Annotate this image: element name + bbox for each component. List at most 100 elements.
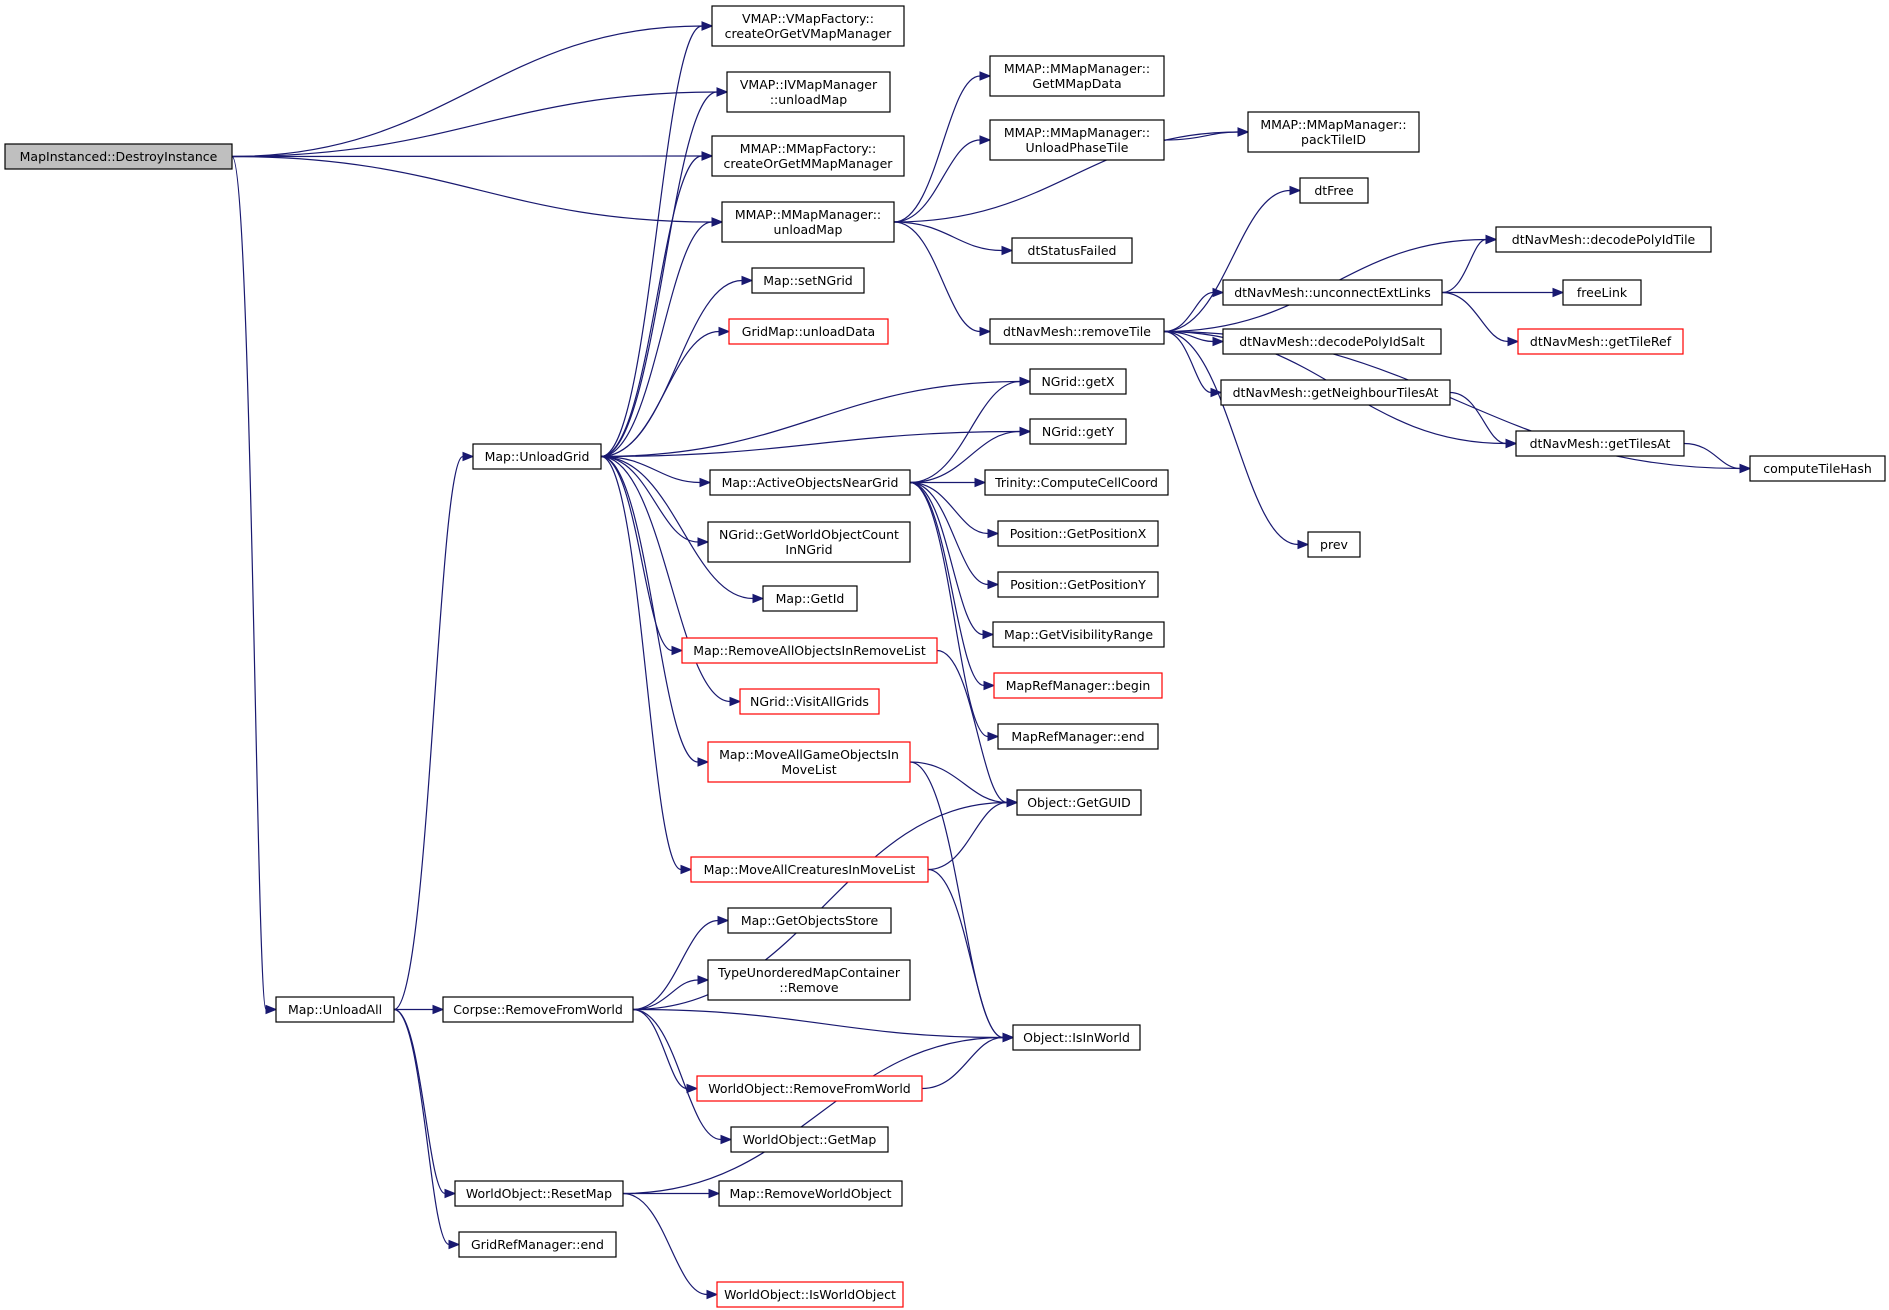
node-removeWorldObject[interactable]: Map::RemoveWorldObject (718, 1180, 903, 1207)
edge-unloadAll-to-resetMap (393, 1008, 446, 1195)
node-getObjectsStore[interactable]: Map::GetObjectsStore (727, 907, 892, 934)
node-box (1220, 379, 1451, 406)
arrowhead (1212, 336, 1225, 347)
nodes-layer: MapInstanced::DestroyInstanceMap::Unload… (4, 5, 1886, 1308)
node-ivmapUnload[interactable]: VMAP::IVMapManager::unloadMap (726, 71, 891, 113)
arrowhead (697, 975, 710, 985)
node-unloadPhaseTile[interactable]: MMAP::MMapManager::UnloadPhaseTile (989, 119, 1165, 161)
node-vmapFactory[interactable]: VMAP::VMapFactory::createOrGetVMapManage… (711, 5, 905, 47)
node-getPositionX[interactable]: Position::GetPositionX (997, 520, 1159, 547)
edge-removeTile-to-getNeighbourTilesAt (1163, 330, 1212, 394)
arrowhead (717, 915, 730, 926)
node-mmapUnloadMap[interactable]: MMAP::MMapManager::unloadMap (721, 201, 895, 243)
node-getGUID[interactable]: Object::GetGUID (1016, 789, 1142, 816)
arrowhead (716, 87, 729, 97)
node-worldObjGetMap[interactable]: WorldObject::GetMap (730, 1126, 889, 1153)
node-label: dtNavMesh::unconnectExtLinks (1234, 285, 1431, 300)
node-box (472, 443, 602, 470)
node-box (718, 1180, 903, 1207)
node-computeCellCoord[interactable]: Trinity::ComputeCellCoord (984, 469, 1169, 496)
node-label: dtNavMesh::decodePolyIdSalt (1239, 334, 1425, 349)
node-label: MoveList (781, 762, 836, 777)
node-packTileID[interactable]: MMAP::MMapManager::packTileID (1247, 111, 1420, 153)
node-getX[interactable]: NGrid::getX (1029, 368, 1127, 395)
node-unloadAll[interactable]: Map::UnloadAll (275, 996, 395, 1023)
edge-mmapUnloadMap-to-unloadPhaseTile (893, 139, 981, 223)
arrowhead (1485, 234, 1498, 245)
node-label: dtStatusFailed (1028, 243, 1117, 258)
node-box (1749, 455, 1886, 482)
node-removeTile[interactable]: dtNavMesh::removeTile (989, 318, 1165, 345)
edge-activeObjects-to-mapRefBegin (909, 481, 985, 687)
node-box (681, 637, 938, 664)
node-isWorldObject[interactable]: WorldObject::IsWorldObject (716, 1281, 904, 1308)
node-visitAllGrids[interactable]: NGrid::VisitAllGrids (739, 688, 880, 715)
node-isInWorld[interactable]: Object::IsInWorld (1012, 1024, 1141, 1051)
node-removeAllObjects[interactable]: Map::RemoveAllObjectsInRemoveList (681, 637, 938, 664)
edge-destroy-to-mmapFactory (231, 155, 703, 158)
node-label: Map::GetId (776, 591, 845, 606)
node-gridRefEnd[interactable]: GridRefManager::end (458, 1231, 617, 1258)
node-setNGrid[interactable]: Map::setNGrid (751, 267, 865, 294)
node-label: MMAP::MMapManager:: (735, 207, 881, 222)
node-label: ::unloadMap (770, 92, 847, 107)
node-unloadGrid[interactable]: Map::UnloadGrid (472, 443, 602, 470)
edge-removeAllObjects-to-getGUID (936, 649, 1008, 804)
edge-unloadGrid-to-getY (600, 430, 1021, 458)
node-box (997, 520, 1159, 547)
edge-corpseRemove-to-typeUnorderedRemove (632, 979, 699, 1011)
node-decodePolyIdTile[interactable]: dtNavMesh::decodePolyIdTile (1495, 226, 1712, 253)
node-label: dtNavMesh::getTilesAt (1530, 436, 1671, 451)
node-box (762, 585, 858, 612)
node-dtStatusFailed[interactable]: dtStatusFailed (1011, 237, 1133, 264)
node-box (992, 621, 1165, 648)
node-resetMap[interactable]: WorldObject::ResetMap (454, 1180, 624, 1207)
arrowhead (741, 275, 754, 286)
node-decodePolyIdSalt[interactable]: dtNavMesh::decodePolyIdSalt (1222, 328, 1442, 355)
node-getId[interactable]: Map::GetId (762, 585, 858, 612)
node-label: MMAP::MMapFactory:: (740, 141, 876, 156)
node-getVisibilityRange[interactable]: Map::GetVisibilityRange (992, 621, 1165, 648)
node-label: Map::GetVisibilityRange (1004, 627, 1153, 642)
node-getTileRef[interactable]: dtNavMesh::getTileRef (1517, 328, 1684, 355)
node-getY[interactable]: NGrid::getY (1029, 418, 1127, 445)
node-box (1517, 328, 1684, 355)
node-activeObjects[interactable]: Map::ActiveObjectsNearGrid (709, 469, 911, 496)
node-label: MMAP::MMapManager:: (1260, 117, 1406, 132)
node-mapRefBegin[interactable]: MapRefManager::begin (993, 672, 1163, 699)
arrowhead (701, 21, 714, 31)
node-dtFree[interactable]: dtFree (1299, 177, 1369, 204)
edge-unloadAll-to-unloadGrid (393, 455, 464, 1011)
node-label: Object::GetGUID (1027, 795, 1131, 810)
node-destroy[interactable]: MapInstanced::DestroyInstance (4, 143, 233, 170)
node-getPositionY[interactable]: Position::GetPositionY (997, 571, 1159, 598)
node-computeTileHash[interactable]: computeTileHash (1749, 455, 1886, 482)
node-box (726, 71, 891, 113)
node-mapRefEnd[interactable]: MapRefManager::end (997, 723, 1159, 750)
node-getTilesAt[interactable]: dtNavMesh::getTilesAt (1515, 430, 1685, 457)
node-box (1222, 279, 1443, 306)
node-label: Map::ActiveObjectsNearGrid (722, 475, 899, 490)
node-prev[interactable]: prev (1307, 531, 1361, 558)
arrowhead (987, 528, 1000, 539)
node-getMMapData[interactable]: MMAP::MMapManager::GetMMapData (989, 55, 1165, 97)
node-mmapFactory[interactable]: MMAP::MMapFactory::createOrGetMMapManage… (711, 135, 905, 177)
edge-corpseRemove-to-worldObjRemove (632, 1008, 688, 1090)
node-moveAllCreatures[interactable]: Map::MoveAllCreaturesInMoveList (690, 856, 929, 883)
node-box (707, 521, 911, 563)
node-box (984, 469, 1169, 496)
node-gridUnloadData[interactable]: GridMap::unloadData (728, 318, 889, 345)
edge-unconnectExtLinks-to-getTileRef (1441, 291, 1509, 343)
node-worldObjRemove[interactable]: WorldObject::RemoveFromWorld (696, 1075, 923, 1102)
node-getNeighbourTilesAt[interactable]: dtNavMesh::getNeighbourTilesAt (1220, 379, 1451, 406)
node-unconnectExtLinks[interactable]: dtNavMesh::unconnectExtLinks (1222, 279, 1443, 306)
node-corpseRemove[interactable]: Corpse::RemoveFromWorld (442, 996, 634, 1023)
node-box (1016, 789, 1142, 816)
node-box (716, 1281, 904, 1308)
edge-mmapUnloadMap-to-getMMapData (893, 75, 981, 223)
edges-layer (231, 21, 1752, 1300)
node-typeUnorderedRemove[interactable]: TypeUnorderedMapContainer::Remove (707, 959, 911, 1001)
node-freeLink[interactable]: freeLink (1562, 279, 1642, 306)
